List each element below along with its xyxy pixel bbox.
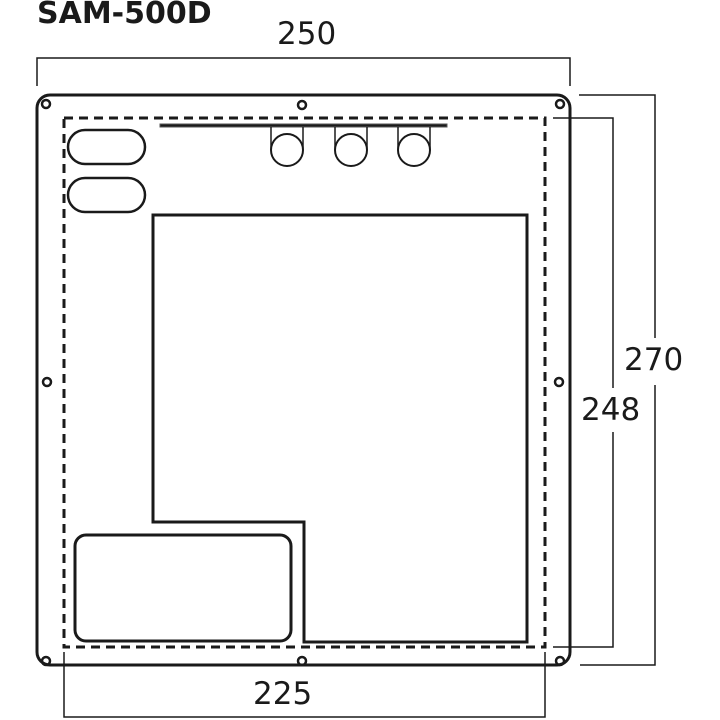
main-window-cutout: [151, 213, 529, 644]
dimension-outer-height: 270: [624, 342, 684, 378]
screw-hole-icon: [554, 655, 566, 667]
connector-icon: [270, 127, 304, 167]
screw-hole-icon: [296, 99, 308, 111]
dimension-line-270: [579, 94, 656, 666]
oval-slot-icon: [66, 128, 147, 166]
top-bar: [159, 123, 448, 128]
connector-icon: [334, 127, 368, 167]
oval-slot-icon: [66, 176, 147, 214]
dimension-line-250: [36, 57, 571, 86]
round-connectors: [270, 127, 431, 167]
model-title: SAM-500D: [37, 0, 212, 31]
connector-icon: [397, 127, 431, 167]
screw-hole-icon: [41, 376, 53, 388]
screw-hole-icon: [296, 655, 308, 667]
screw-hole-icon: [40, 98, 52, 110]
dimension-outer-width: 250: [277, 16, 337, 52]
mounting-cutout-outline: [62, 116, 547, 649]
oval-slots: [66, 128, 147, 214]
screw-hole-icon: [554, 98, 566, 110]
screw-hole-icon: [40, 655, 52, 667]
dimension-line-248: [553, 117, 614, 648]
dimension-line-225: [63, 652, 546, 718]
dimension-inner-width: 225: [253, 676, 313, 712]
dimension-inner-height: 248: [581, 392, 641, 428]
lower-left-cutout: [73, 533, 293, 643]
screw-hole-icon: [553, 376, 565, 388]
screw-holes: [40, 98, 566, 667]
